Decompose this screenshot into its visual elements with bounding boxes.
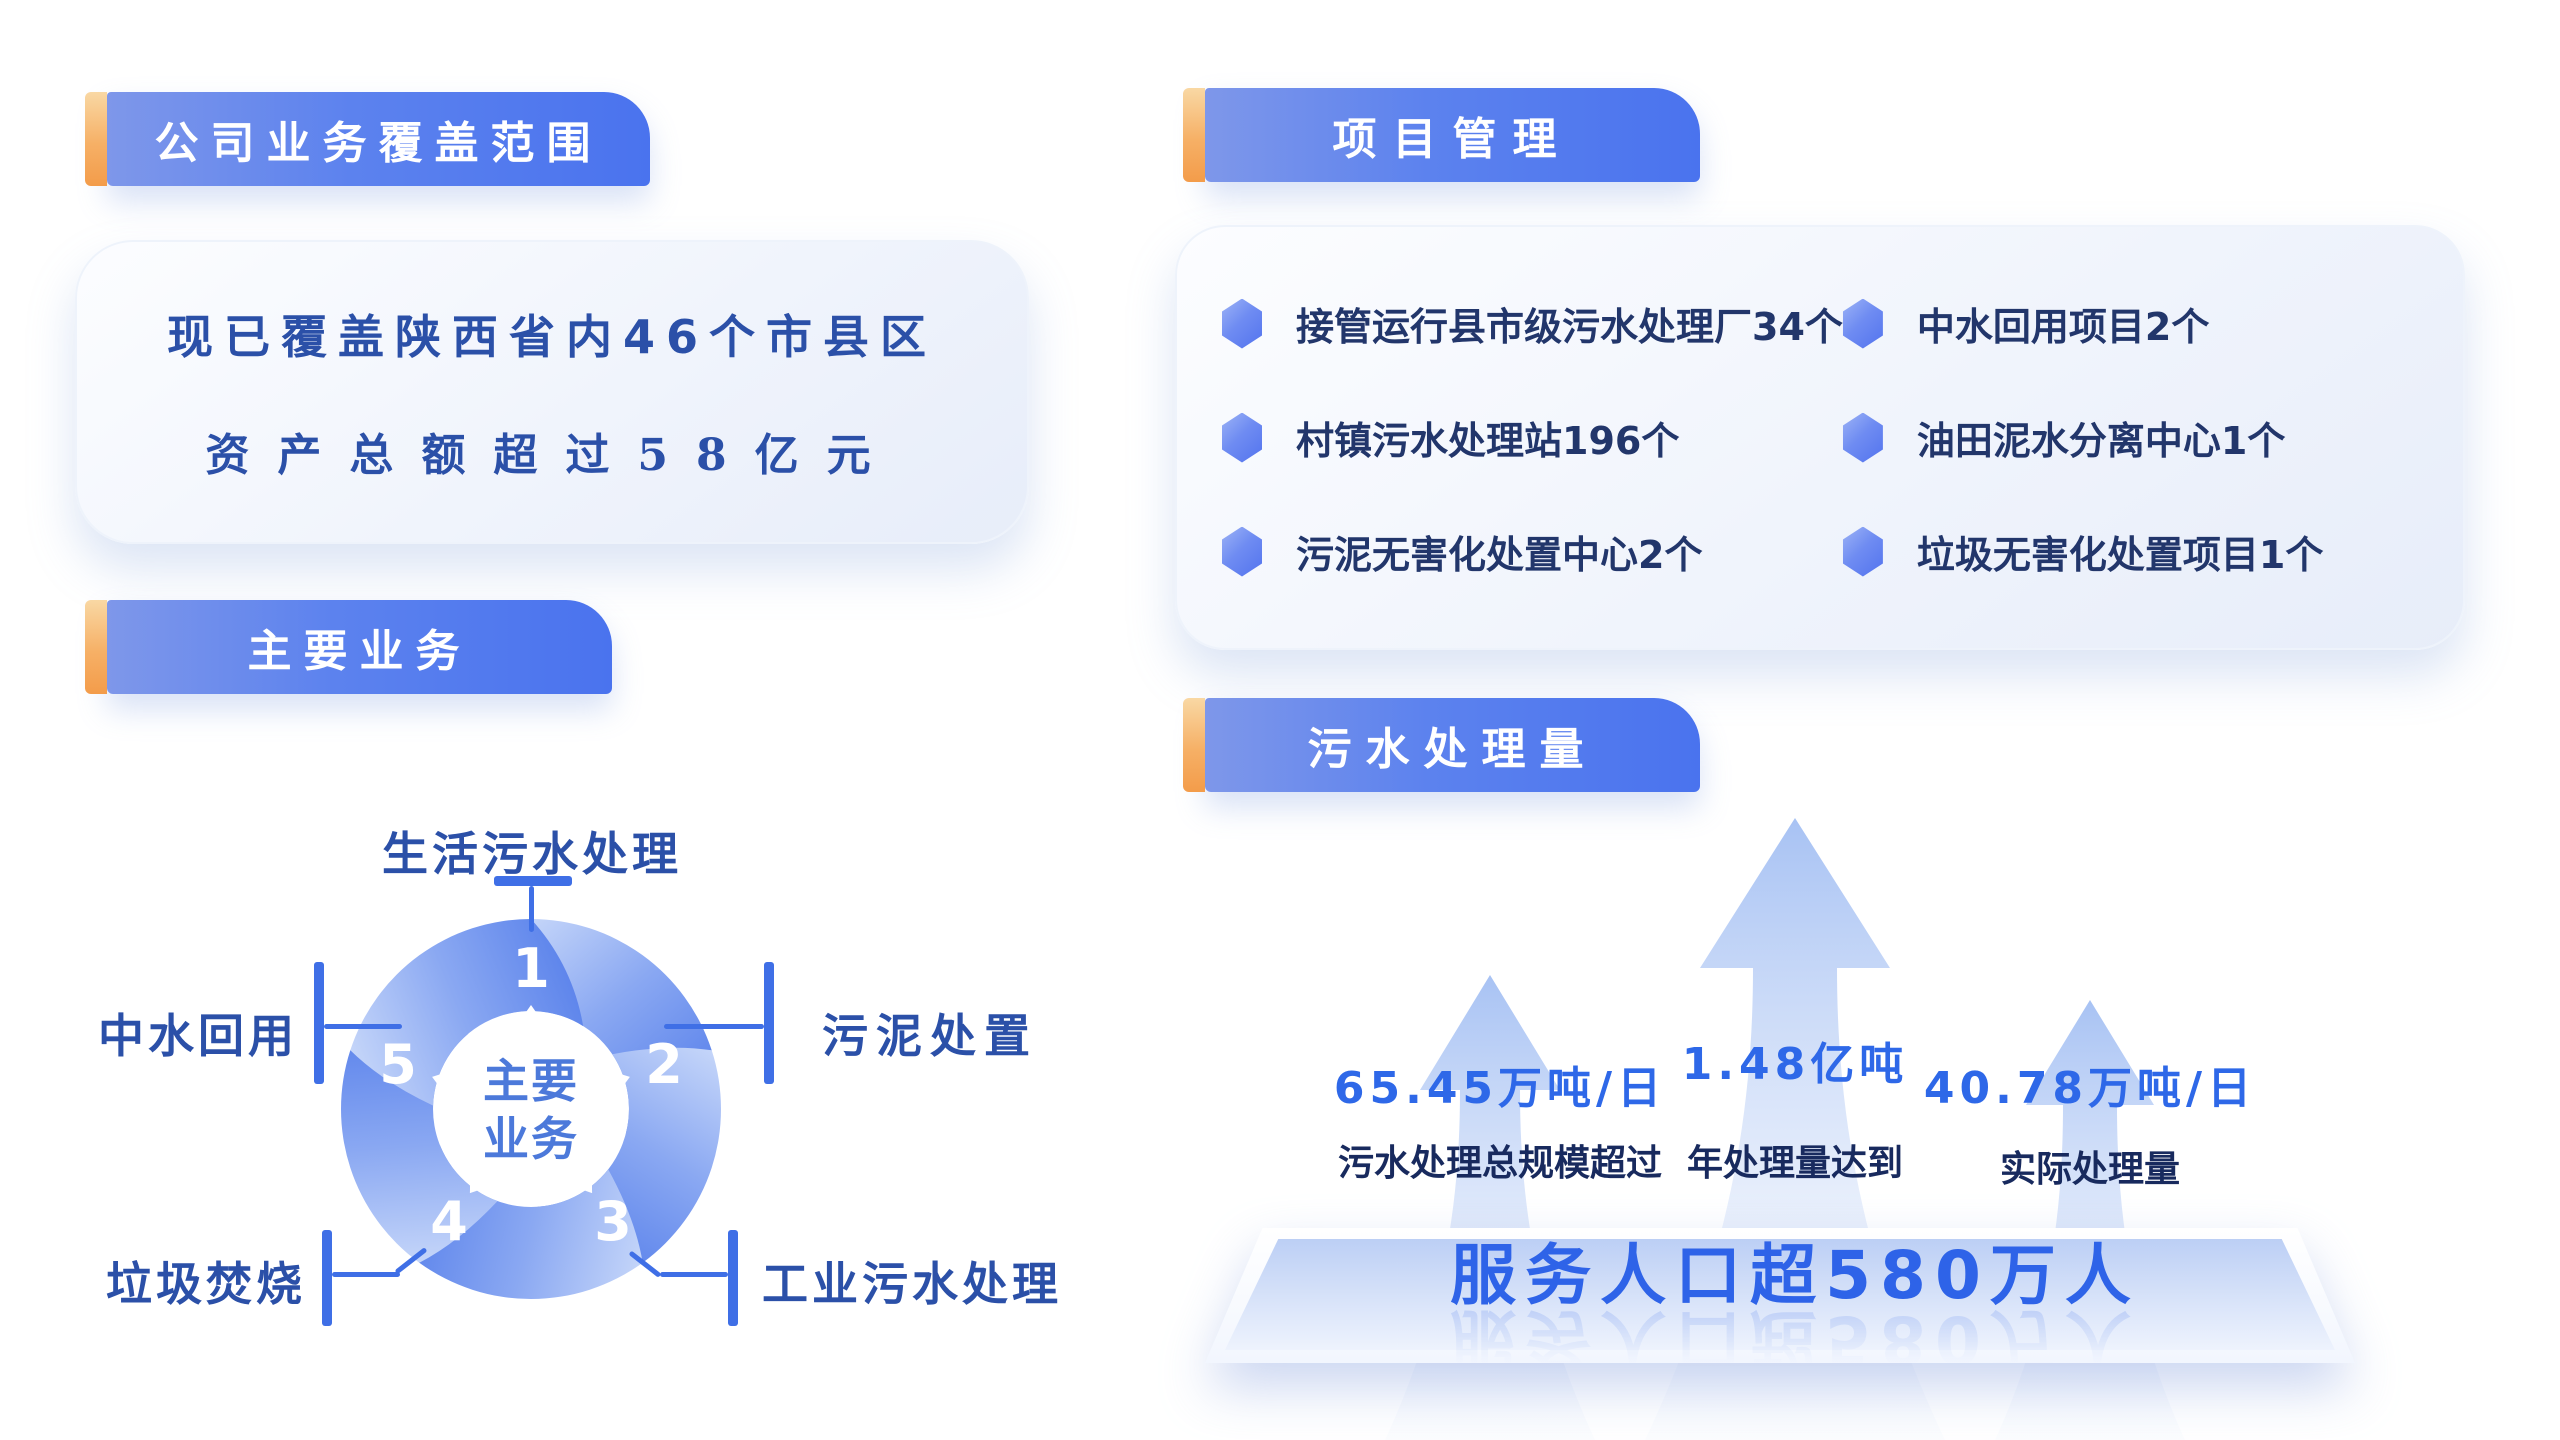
- business-label-sludge-disposal: 污泥处置: [822, 1009, 1038, 1063]
- connector-bottom-left-bar: [322, 1230, 332, 1326]
- business-label-domestic-sewage: 生活污水处理: [382, 827, 682, 881]
- section-title-coverage: 公司业务覆盖范围: [154, 118, 603, 169]
- project-item: 垃圾无害化处置项目1个: [1842, 524, 2433, 579]
- swirl-number-1: 1: [512, 937, 550, 1000]
- project-item: 村镇污水处理站196个: [1222, 410, 1843, 465]
- swirl-number-3: 3: [594, 1190, 632, 1253]
- section-header-main-business: 主要业务: [85, 600, 612, 694]
- platform-base: [1205, 1228, 2355, 1363]
- hexagon-bullet-icon: [1222, 526, 1262, 577]
- served-population-text: 服务人口超580万人: [1450, 1237, 2140, 1314]
- stat-value-total-capacity: 65.45万吨/日: [1333, 1063, 1667, 1114]
- hexagon-bullet-icon: [1842, 412, 1883, 463]
- project-item-label: 垃圾无害化处置项目1个: [1916, 533, 2324, 577]
- header-accent-bar: [85, 600, 107, 694]
- hexagon-bullet-icon: [1842, 298, 1883, 349]
- coverage-line2: 资产总额超过58亿元: [205, 430, 899, 481]
- stat-label-total-capacity: 污水处理总规模超过: [1337, 1142, 1662, 1184]
- connector-bottom-right-bar: [728, 1230, 738, 1326]
- swirl-center-text-top: 主要: [483, 1054, 579, 1108]
- connector-left-line: [324, 1024, 402, 1029]
- business-label-waste-incineration: 垃圾焚烧: [106, 1257, 306, 1311]
- swirl-svg: 主要 业务 1 2 3 4 5: [273, 878, 768, 1369]
- swirl-center-shape: [432, 1005, 630, 1194]
- connector-right-bar: [764, 962, 774, 1084]
- section-header-projects: 项目管理: [1183, 88, 1700, 182]
- hexagon-bullet-icon: [1222, 412, 1262, 463]
- swirl-number-5: 5: [379, 1033, 417, 1096]
- connector-left-bar: [314, 962, 324, 1084]
- stat-value-annual-volume: 1.48亿吨: [1681, 1039, 1909, 1090]
- project-item: 污泥无害化处置中心2个: [1222, 524, 1843, 579]
- stat-label-annual-volume: 年处理量达到: [1686, 1142, 1903, 1184]
- business-label-reclaimed-water: 中水回用: [98, 1009, 298, 1063]
- coverage-info-panel: 现已覆盖陕西省内46个市县区 资产总额超过58亿元: [75, 240, 1029, 544]
- connector-bottom-right-line: [660, 1272, 728, 1277]
- project-item-label: 中水回用项目2个: [1916, 305, 2210, 349]
- connector-right-line: [664, 1024, 764, 1029]
- header-accent-bar: [1183, 698, 1205, 792]
- platform-inner: [1225, 1239, 2335, 1350]
- section-header-coverage: 公司业务覆盖范围: [85, 92, 650, 186]
- stat-label-actual-volume: 实际处理量: [1999, 1148, 2180, 1190]
- header-accent-bar: [85, 92, 107, 186]
- projects-panel: 接管运行县市级污水处理厂34个 中水回用项目2个 村镇污水处理站196个 油田泥…: [1175, 225, 2465, 650]
- connector-bottom-left-line: [332, 1272, 400, 1277]
- coverage-line1: 现已覆盖陕西省内46个市县区: [166, 310, 937, 364]
- connector-top-bar: [494, 876, 572, 886]
- header-accent-bar: [1183, 88, 1205, 182]
- project-item: 油田泥水分离中心1个: [1842, 410, 2433, 465]
- section-header-treatment: 污水处理量: [1183, 698, 1700, 792]
- project-item: 接管运行县市级污水处理厂34个: [1222, 296, 1843, 351]
- business-label-industrial-sewage: 工业污水处理: [762, 1257, 1062, 1311]
- project-item: 中水回用项目2个: [1842, 296, 2433, 351]
- stat-value-actual-volume: 40.78万吨/日: [1923, 1063, 2257, 1114]
- swirl-number-2: 2: [645, 1033, 683, 1096]
- hexagon-bullet-icon: [1842, 526, 1883, 577]
- project-item-label: 村镇污水处理站196个: [1296, 419, 1680, 463]
- project-item-label: 污泥无害化处置中心2个: [1296, 533, 1703, 577]
- main-business-swirl-diagram: 主要 业务 1 2 3 4 5: [273, 878, 768, 1369]
- section-title-projects: 项目管理: [1332, 114, 1573, 165]
- project-item-label: 油田泥水分离中心1个: [1916, 419, 2286, 463]
- hexagon-bullet-icon: [1222, 298, 1262, 349]
- section-title-main-business: 主要业务: [247, 626, 472, 677]
- connector-top-line: [529, 886, 534, 932]
- section-title-treatment: 污水处理量: [1307, 724, 1598, 775]
- swirl-center-text-bottom: 业务: [483, 1112, 579, 1166]
- served-population-reflection: 服务人口超580万人: [1450, 1301, 2140, 1378]
- swirl-number-4: 4: [430, 1190, 468, 1253]
- project-item-label: 接管运行县市级污水处理厂34个: [1296, 305, 1843, 349]
